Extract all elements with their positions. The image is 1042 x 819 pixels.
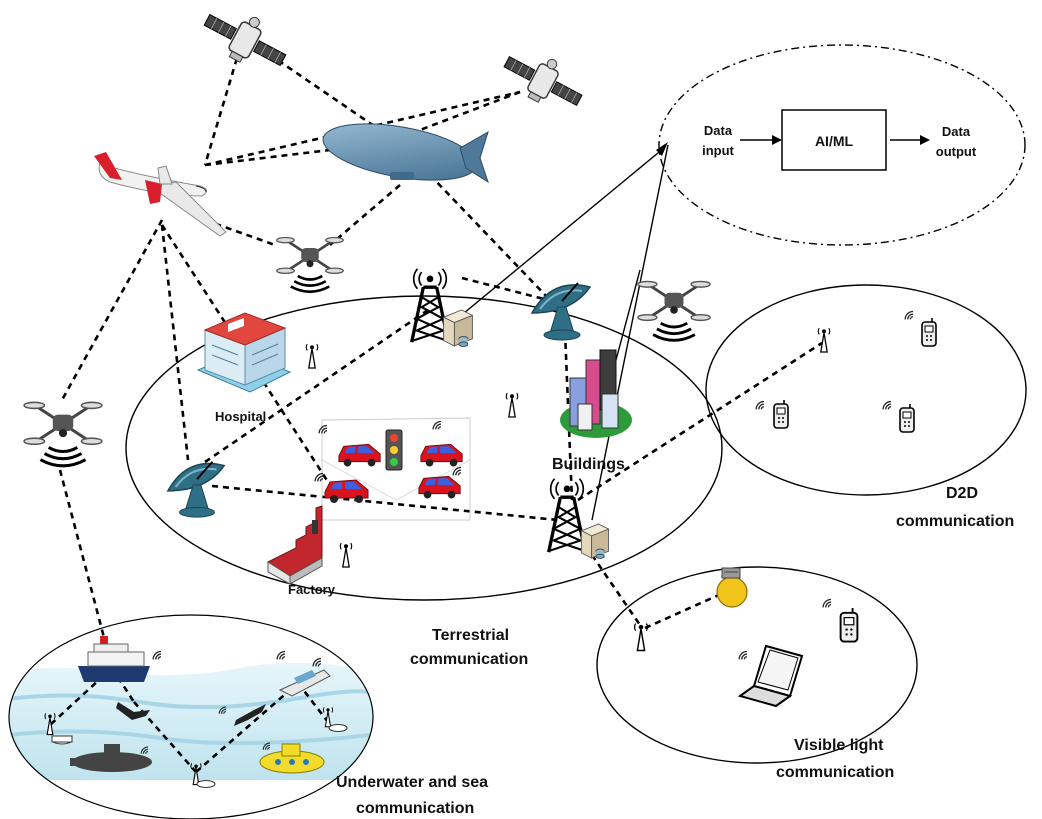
phone-icon (773, 400, 789, 429)
arrow-right-icon (920, 135, 930, 145)
data-output-label-2: output (936, 144, 977, 159)
satellite-dish-icon (166, 460, 226, 519)
traffic-scene (314, 417, 471, 521)
terrestrial-label-1: Terrestrial (432, 627, 509, 644)
antenna-icon (817, 327, 831, 353)
arrow-right-icon (772, 135, 782, 145)
d2d-region (705, 284, 1027, 496)
vlc-label-1: Visible light (794, 737, 884, 754)
data-input-label-1: Data (704, 123, 733, 138)
laptop-icon (737, 644, 804, 708)
wifi-icon (882, 400, 892, 411)
light-bulb-icon (716, 567, 748, 608)
underwater-label-1: Underwater and sea (336, 774, 488, 791)
satellite-dish-icon (530, 281, 592, 342)
satellite-icon (500, 52, 586, 110)
airplane-icon (94, 152, 227, 237)
wifi-icon (432, 420, 442, 431)
buoy-icon (190, 762, 216, 788)
drone-icon (636, 279, 712, 342)
underwater-region (8, 614, 374, 819)
hospital-icon (196, 312, 292, 393)
car-icon (338, 443, 381, 467)
server-icon (580, 523, 610, 560)
car-icon (420, 443, 463, 467)
airship-icon (322, 123, 489, 184)
traffic-light-icon (385, 429, 403, 471)
ai-region (658, 44, 1026, 246)
buildings-label: Buildings (552, 456, 625, 473)
terrestrial-region (125, 295, 723, 601)
ai-ml-label: AI/ML (815, 133, 854, 149)
vlc-label-2: communication (776, 764, 894, 781)
yellow-submarine-icon (259, 743, 325, 774)
wifi-icon (822, 598, 832, 609)
car-icon (418, 475, 461, 499)
satellite-icon (200, 10, 290, 70)
cell-tower-icon (412, 269, 449, 342)
phone-icon (839, 608, 859, 643)
antenna-icon (339, 542, 353, 568)
data-output-label-1: Data (942, 124, 971, 139)
buoy-icon (322, 706, 348, 732)
vlc-region (596, 566, 918, 764)
server-icon (442, 309, 474, 348)
diver-icon (116, 702, 150, 720)
buildings-icon (560, 349, 632, 438)
terrestrial-label-2: communication (410, 651, 528, 668)
phone-icon (921, 318, 937, 347)
antenna-icon (505, 392, 519, 418)
ai-ml-box (781, 109, 887, 171)
phone-icon (899, 404, 915, 433)
ai-pipeline: AI/ML Data input Data output (702, 109, 977, 171)
underwater-label-2: communication (356, 800, 474, 817)
wifi-icon (318, 424, 328, 435)
wifi-icon (738, 650, 748, 661)
hospital-label: Hospital (215, 409, 266, 424)
drone-icon (275, 236, 345, 294)
data-input-label-2: input (702, 143, 734, 158)
factory-label: Factory (288, 582, 336, 597)
cruise-ship-icon (78, 636, 150, 682)
cell-tower-icon (549, 479, 586, 552)
wifi-icon (904, 310, 914, 321)
factory-icon (266, 505, 323, 585)
speedboat-icon (278, 669, 331, 697)
submarine-icon (70, 744, 152, 772)
antenna-icon (305, 343, 319, 369)
ai-data-arrows (457, 142, 669, 521)
drone-icon (22, 400, 104, 468)
diver-icon (234, 704, 266, 726)
d2d-label-2: communication (896, 513, 1014, 530)
wifi-icon (755, 400, 765, 411)
d2d-label-1: D2D (946, 485, 978, 502)
buoy-icon (44, 712, 73, 745)
